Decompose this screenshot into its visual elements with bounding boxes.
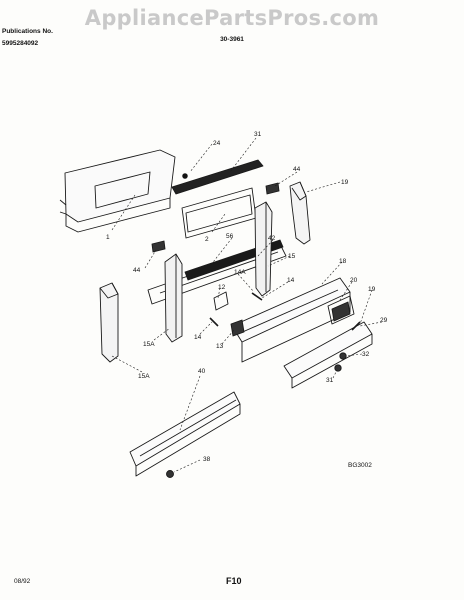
part-label: 14 xyxy=(194,334,202,341)
part-kick-plate xyxy=(129,391,241,477)
part-upper-trim xyxy=(171,159,264,195)
illustration-code: BG3002 xyxy=(348,462,372,469)
part-clip-right xyxy=(265,182,280,195)
part-label: 12 xyxy=(218,284,226,291)
part-knob-32 xyxy=(339,352,347,360)
part-label: 44 xyxy=(293,166,301,173)
page-code: F10 xyxy=(226,576,242,586)
part-control-panel xyxy=(231,277,351,363)
part-screw-14 xyxy=(209,317,219,327)
part-clip-left xyxy=(151,240,166,253)
part-label: 14A xyxy=(234,269,246,276)
part-label: 15A xyxy=(138,373,150,380)
part-end-bracket-right xyxy=(289,181,311,245)
part-bracket-small xyxy=(213,291,229,311)
part-lower-trim xyxy=(283,321,373,389)
part-label: 42 xyxy=(268,235,276,242)
part-number-labels: 1 2 24 31 44 44 19 56 42 15 14A 14 18 20… xyxy=(106,131,388,463)
part-screw-14a xyxy=(251,292,263,301)
part-label: 38 xyxy=(203,456,211,463)
publication-label: Publications No. xyxy=(2,28,53,35)
part-label: 18 xyxy=(339,258,347,265)
part-side-bracket-left xyxy=(164,253,183,343)
part-label: 2 xyxy=(205,236,209,243)
part-label: 29 xyxy=(380,317,388,324)
part-mount-block xyxy=(230,319,245,337)
part-label: 24 xyxy=(213,140,221,147)
part-grommet xyxy=(166,470,174,478)
part-knob-31 xyxy=(334,364,342,372)
part-label: 15 xyxy=(288,253,296,260)
part-label: 1 xyxy=(106,234,110,241)
part-end-panel-left xyxy=(99,282,119,363)
part-top-cover xyxy=(59,149,176,233)
part-side-bracket-right xyxy=(254,201,273,297)
part-screw-29 xyxy=(351,321,361,331)
part-label: 40 xyxy=(198,368,206,375)
part-label: 15A xyxy=(143,341,155,348)
part-label: 31 xyxy=(326,377,334,384)
watermark: AppliancePartsPros.com xyxy=(84,6,380,30)
revision-date: 08/92 xyxy=(14,578,31,585)
part-label: 31 xyxy=(254,131,262,138)
model-number: 5995284092 xyxy=(2,40,39,47)
part-label: 19 xyxy=(368,286,376,293)
part-glass-panel xyxy=(181,187,257,239)
part-label: 32 xyxy=(362,351,370,358)
part-label: 44 xyxy=(133,267,141,274)
part-label: 13 xyxy=(216,343,224,350)
part-label: 56 xyxy=(226,233,234,240)
part-label: 14 xyxy=(287,277,295,284)
part-screw xyxy=(182,173,188,179)
part-label: 19 xyxy=(341,179,349,186)
part-label: 20 xyxy=(350,277,358,284)
part-switch xyxy=(327,295,355,325)
diagram-number: 30-3961 xyxy=(220,36,244,43)
